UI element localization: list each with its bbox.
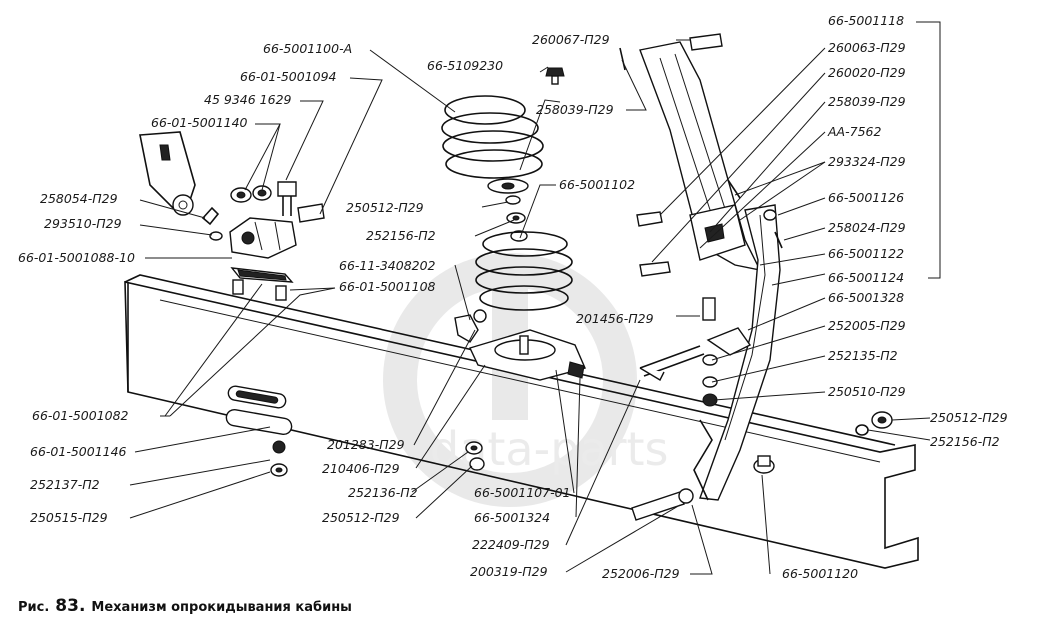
side-nuts — [465, 441, 485, 471]
label-66-5001102: 66-5001102 — [559, 177, 635, 192]
label-252137-p2: 252137-П2 — [30, 477, 100, 492]
bracket-block — [201, 206, 297, 259]
label-200319-p29: 200319-П29 — [470, 564, 548, 579]
bushing-set — [230, 181, 325, 223]
label-252136-p2: 252136-П2 — [348, 485, 418, 500]
upper-spring — [441, 95, 544, 194]
long-arm — [699, 204, 781, 501]
label-252005-p29: 252005-П29 — [828, 318, 906, 333]
label-252156-p2-b: 252156-П2 — [930, 434, 1000, 449]
label-66-5001324: 66-5001324 — [474, 510, 550, 525]
label-258039-p29-a: 258039-П29 — [536, 102, 614, 117]
clamp-plate-lower — [225, 385, 293, 477]
clamp-plate-upper — [230, 267, 294, 301]
adjuster-rod — [639, 297, 752, 501]
label-258054-p29: 258054-П29 — [40, 191, 118, 206]
label-66-01-5001082: 66-01-5001082 — [32, 408, 129, 423]
caption-number: 83. — [55, 596, 85, 616]
label-252135-p2: 252135-П2 — [828, 348, 898, 363]
label-250512-p29-b: 250512-П29 — [322, 510, 400, 525]
label-250515-p29: 250515-П29 — [30, 510, 108, 525]
label-66-5001120: 66-5001120 — [782, 566, 858, 581]
callout-labels: 66-5001100-А 66-01-5001094 45 9346 1629 … — [18, 13, 1008, 581]
label-66-01-5001146: 66-01-5001146 — [30, 444, 127, 459]
pins-and-bolts — [619, 33, 783, 277]
label-66-5109230: 66-5109230 — [427, 58, 503, 73]
label-260063-p29: 260063-П29 — [828, 40, 906, 55]
label-66-5001124: 66-5001124 — [828, 270, 904, 285]
label-66-01-5001140: 66-01-5001140 — [151, 115, 248, 130]
label-252006-p29: 252006-П29 — [602, 566, 680, 581]
label-66-5001107-01: 66-5001107-01 — [474, 485, 571, 500]
label-201456-p29: 201456-П29 — [576, 311, 654, 326]
label-210406-p29: 210406-П29 — [322, 461, 400, 476]
label-66-01-5001094: 66-01-5001094 — [240, 69, 337, 84]
label-66-5001126: 66-5001126 — [828, 190, 904, 205]
label-250512-p29-a: 250512-П29 — [346, 200, 424, 215]
label-252156-p2-a: 252156-П2 — [366, 228, 436, 243]
label-66-11-3408202: 66-11-3408202 — [339, 258, 436, 273]
label-222409-p29: 222409-П29 — [472, 537, 550, 552]
label-250510-p29: 250510-П29 — [828, 384, 906, 399]
label-201283-p29: 201283-П29 — [327, 437, 405, 452]
right-nut-washer — [855, 411, 893, 436]
label-66-5001122: 66-5001122 — [828, 246, 904, 261]
label-258039-p29-b: 258039-П29 — [828, 94, 906, 109]
label-258024-p29: 258024-П29 — [828, 220, 906, 235]
caption-line: Рис. 83. Механизм опрокидывания кабины — [18, 596, 352, 616]
label-293510-p29: 293510-П29 — [44, 216, 122, 231]
label-293324-p29: 293324-П29 — [828, 154, 906, 169]
label-45-9346-1629: 45 9346 1629 — [204, 92, 292, 107]
watermark: data-parts — [383, 253, 669, 507]
figure-caption: Рис. 83. Механизм опрокидывания кабины — [18, 596, 352, 616]
small-bolt-top — [545, 67, 565, 85]
label-66-01-5001108: 66-01-5001108 — [339, 279, 436, 294]
label-66-5001118: 66-5001118 — [828, 13, 904, 28]
label-66-5001100-a: 66-5001100-А — [263, 41, 352, 56]
hinge-bracket — [139, 131, 196, 216]
caption-title: Механизм опрокидывания кабины — [91, 600, 352, 615]
lever-link — [639, 41, 762, 271]
spring-seat-base — [454, 309, 586, 381]
label-66-01-5001088-10: 66-01-5001088-10 — [18, 250, 135, 265]
label-250512-p29-c: 250512-П29 — [930, 410, 1008, 425]
label-66-5001328: 66-5001328 — [828, 290, 904, 305]
leader-lines — [129, 21, 941, 575]
caption-prefix: Рис. — [18, 600, 49, 615]
label-aa-7562: АА-7562 — [827, 124, 881, 139]
lower-bolt — [631, 455, 775, 521]
label-260067-p29: 260067-П29 — [532, 32, 610, 47]
label-260020-p29: 260020-П29 — [828, 65, 906, 80]
